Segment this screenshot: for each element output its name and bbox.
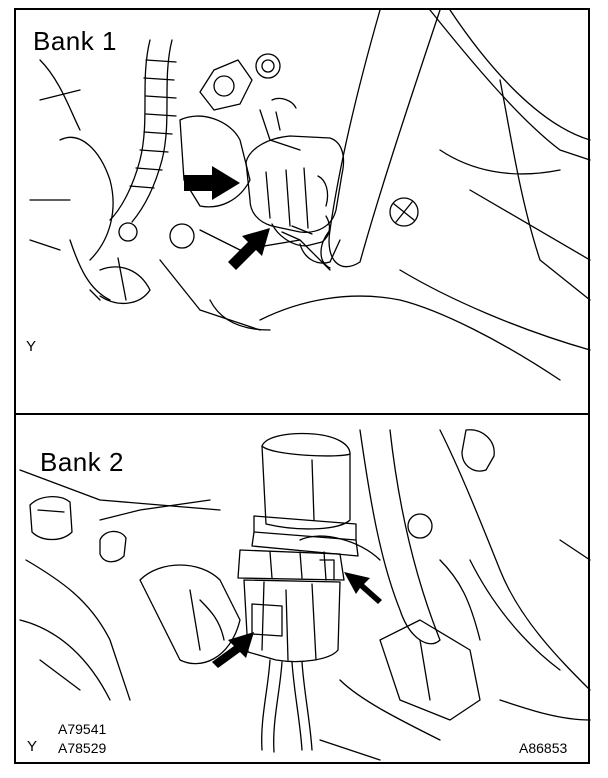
arrow-indicator — [228, 228, 270, 270]
ref-code-1: A79541 — [58, 721, 107, 737]
bank2-arrows — [212, 572, 382, 668]
figure-code: A86853 — [519, 740, 568, 756]
bank2-sensor-connector — [237, 432, 359, 753]
bank1-engine-linework — [29, 9, 591, 381]
figure-frame — [14, 8, 590, 764]
panel-title-bank2: Bank 2 — [40, 447, 124, 477]
arrow-indicator — [184, 166, 240, 200]
ref-code-2: A78529 — [58, 740, 107, 756]
bank1-arrows — [184, 166, 270, 270]
arrow-indicator — [344, 572, 382, 604]
view-marker-bank1: Y — [26, 338, 37, 355]
panel-title-bank1: Bank 1 — [33, 26, 117, 56]
panel-divider — [14, 413, 590, 415]
bank1-sensor-connector — [245, 97, 345, 264]
arrow-indicator — [212, 632, 254, 668]
bank2-engine-linework — [19, 429, 591, 761]
view-marker-bank2: Y — [27, 738, 38, 755]
